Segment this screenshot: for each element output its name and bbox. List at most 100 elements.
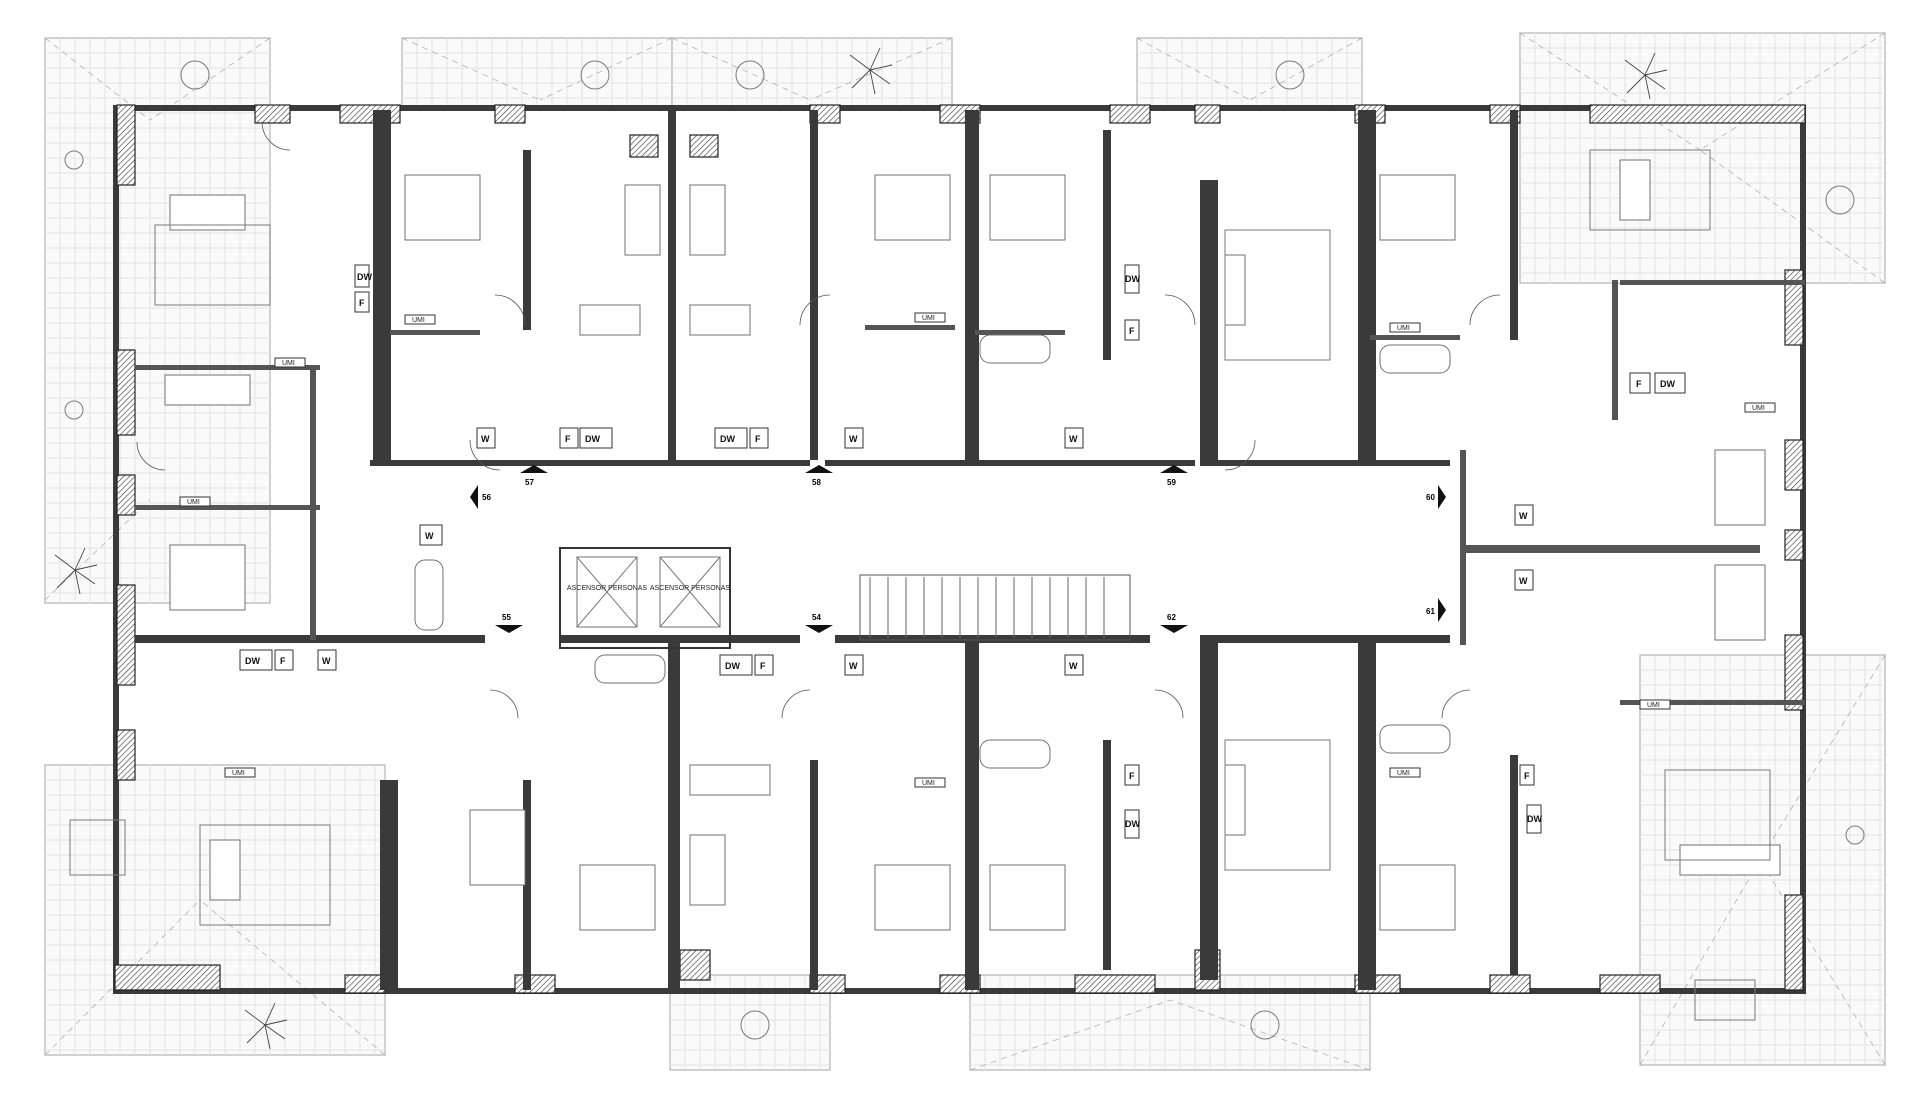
umi-label: UMI [1397,325,1410,332]
stairs [859,574,1131,641]
dishwasher-label: DW [1125,274,1140,284]
kitchen-island [689,764,771,796]
fridge-label: F [1129,326,1135,336]
unit-arrow-62 [1160,625,1188,633]
living-rug [1589,149,1711,231]
washer-label: W [1069,434,1078,444]
tree [849,47,893,95]
terrace-top-4 [1136,37,1363,111]
tree [1624,52,1668,100]
sofa [164,374,251,406]
bed [1379,864,1456,931]
umi-label: UMI [232,770,245,777]
umi-label: UMI [412,317,425,324]
umi-tags: UMI UMI UMI UMI UMI UMI UMI UMI UMI UMI [179,312,1776,788]
dishwasher-label: DW [1125,819,1140,829]
living-rug [154,224,271,306]
sofa [624,184,661,256]
tree [244,1002,288,1050]
bed [874,174,951,241]
bathtub [594,654,666,684]
washer-label: W [849,434,858,444]
bathtub [1379,344,1451,374]
sofa [689,834,726,906]
dishwasher-label: DW [585,434,600,444]
fridge-label: F [359,298,365,308]
dishwasher-label: DW [1527,814,1542,824]
unit-arrow-59 [1160,465,1188,473]
umi-label: UMI [187,499,200,506]
unit-arrow-54 [805,625,833,633]
furniture [154,149,1781,931]
umi-label: UMI [1752,405,1765,412]
appliances: DW F F DW DW F W W W DW F F DW W DW F W [239,264,1686,839]
unit-arrow-61 [1438,598,1446,622]
fridge-label: F [565,434,571,444]
sofa [169,194,246,231]
dishwasher-label: DW [1660,379,1675,389]
bed [579,864,656,931]
unit-number-56: 56 [482,493,491,502]
sofa [689,184,726,256]
umi-label: UMI [922,780,935,787]
bed [1379,174,1456,241]
trees [54,47,1668,1050]
dishwasher-label: DW [720,434,735,444]
interior-walls [135,110,1805,990]
washer-label: W [1519,511,1528,521]
washer-label: W [481,434,490,444]
terrace-bottom-left [44,764,386,1056]
bed [1714,564,1766,641]
elevator-1-label: ASCENSOR PERSONAS [567,585,647,592]
unit-number-57: 57 [525,478,534,487]
bed [469,809,526,886]
bathtub [1379,724,1451,754]
fridge-label: F [1636,379,1642,389]
kitchen-island [689,304,751,336]
fridge-label: F [760,661,766,671]
unit-number-58: 58 [812,478,821,487]
fridge-label: F [1129,771,1135,781]
umi-label: UMI [1647,702,1660,709]
umi-label: UMI [282,360,295,367]
fridge-label: F [1524,771,1530,781]
living-rug [1664,769,1771,861]
unit-number-54: 54 [812,613,821,622]
unit-markers: 57 58 59 60 61 62 54 55 56 [470,465,1446,633]
unit-arrow-55 [495,625,523,633]
unit-number-60: 60 [1426,493,1435,502]
kitchen-island [579,304,641,336]
washer-label: W [425,531,434,541]
unit-number-61: 61 [1426,607,1435,616]
unit-number-55: 55 [502,613,511,622]
core: ASCENSOR PERSONAS ASCENSOR PERSONAS [559,547,1131,649]
washer-label: W [849,661,858,671]
living-rug [1224,739,1331,871]
bed [989,864,1066,931]
terrace-slope-lines [44,32,1886,1071]
umi-label: UMI [922,315,935,322]
bed [1714,449,1766,526]
terrace-top-3 [671,37,953,111]
sofa [209,839,241,901]
washer-label: W [1069,661,1078,671]
dishwasher-label: DW [245,656,260,666]
tree [54,547,98,595]
doors [136,121,1501,719]
bed [989,174,1066,241]
terrace-top-right [1519,32,1886,284]
fridge-label: F [755,434,761,444]
unit-number-62: 62 [1167,613,1176,622]
sofa [1224,764,1246,836]
unit-arrow-56 [470,485,478,509]
dishwasher-label: DW [725,661,740,671]
bathtub [979,739,1051,769]
bed [169,544,246,611]
elevator-2-label: ASCENSOR PERSONAS [650,585,730,592]
living-rug [1224,229,1331,361]
sofa [1619,159,1651,221]
bathtub [979,334,1051,364]
unit-arrow-60 [1438,485,1446,509]
terrace-tables [64,60,1865,1040]
